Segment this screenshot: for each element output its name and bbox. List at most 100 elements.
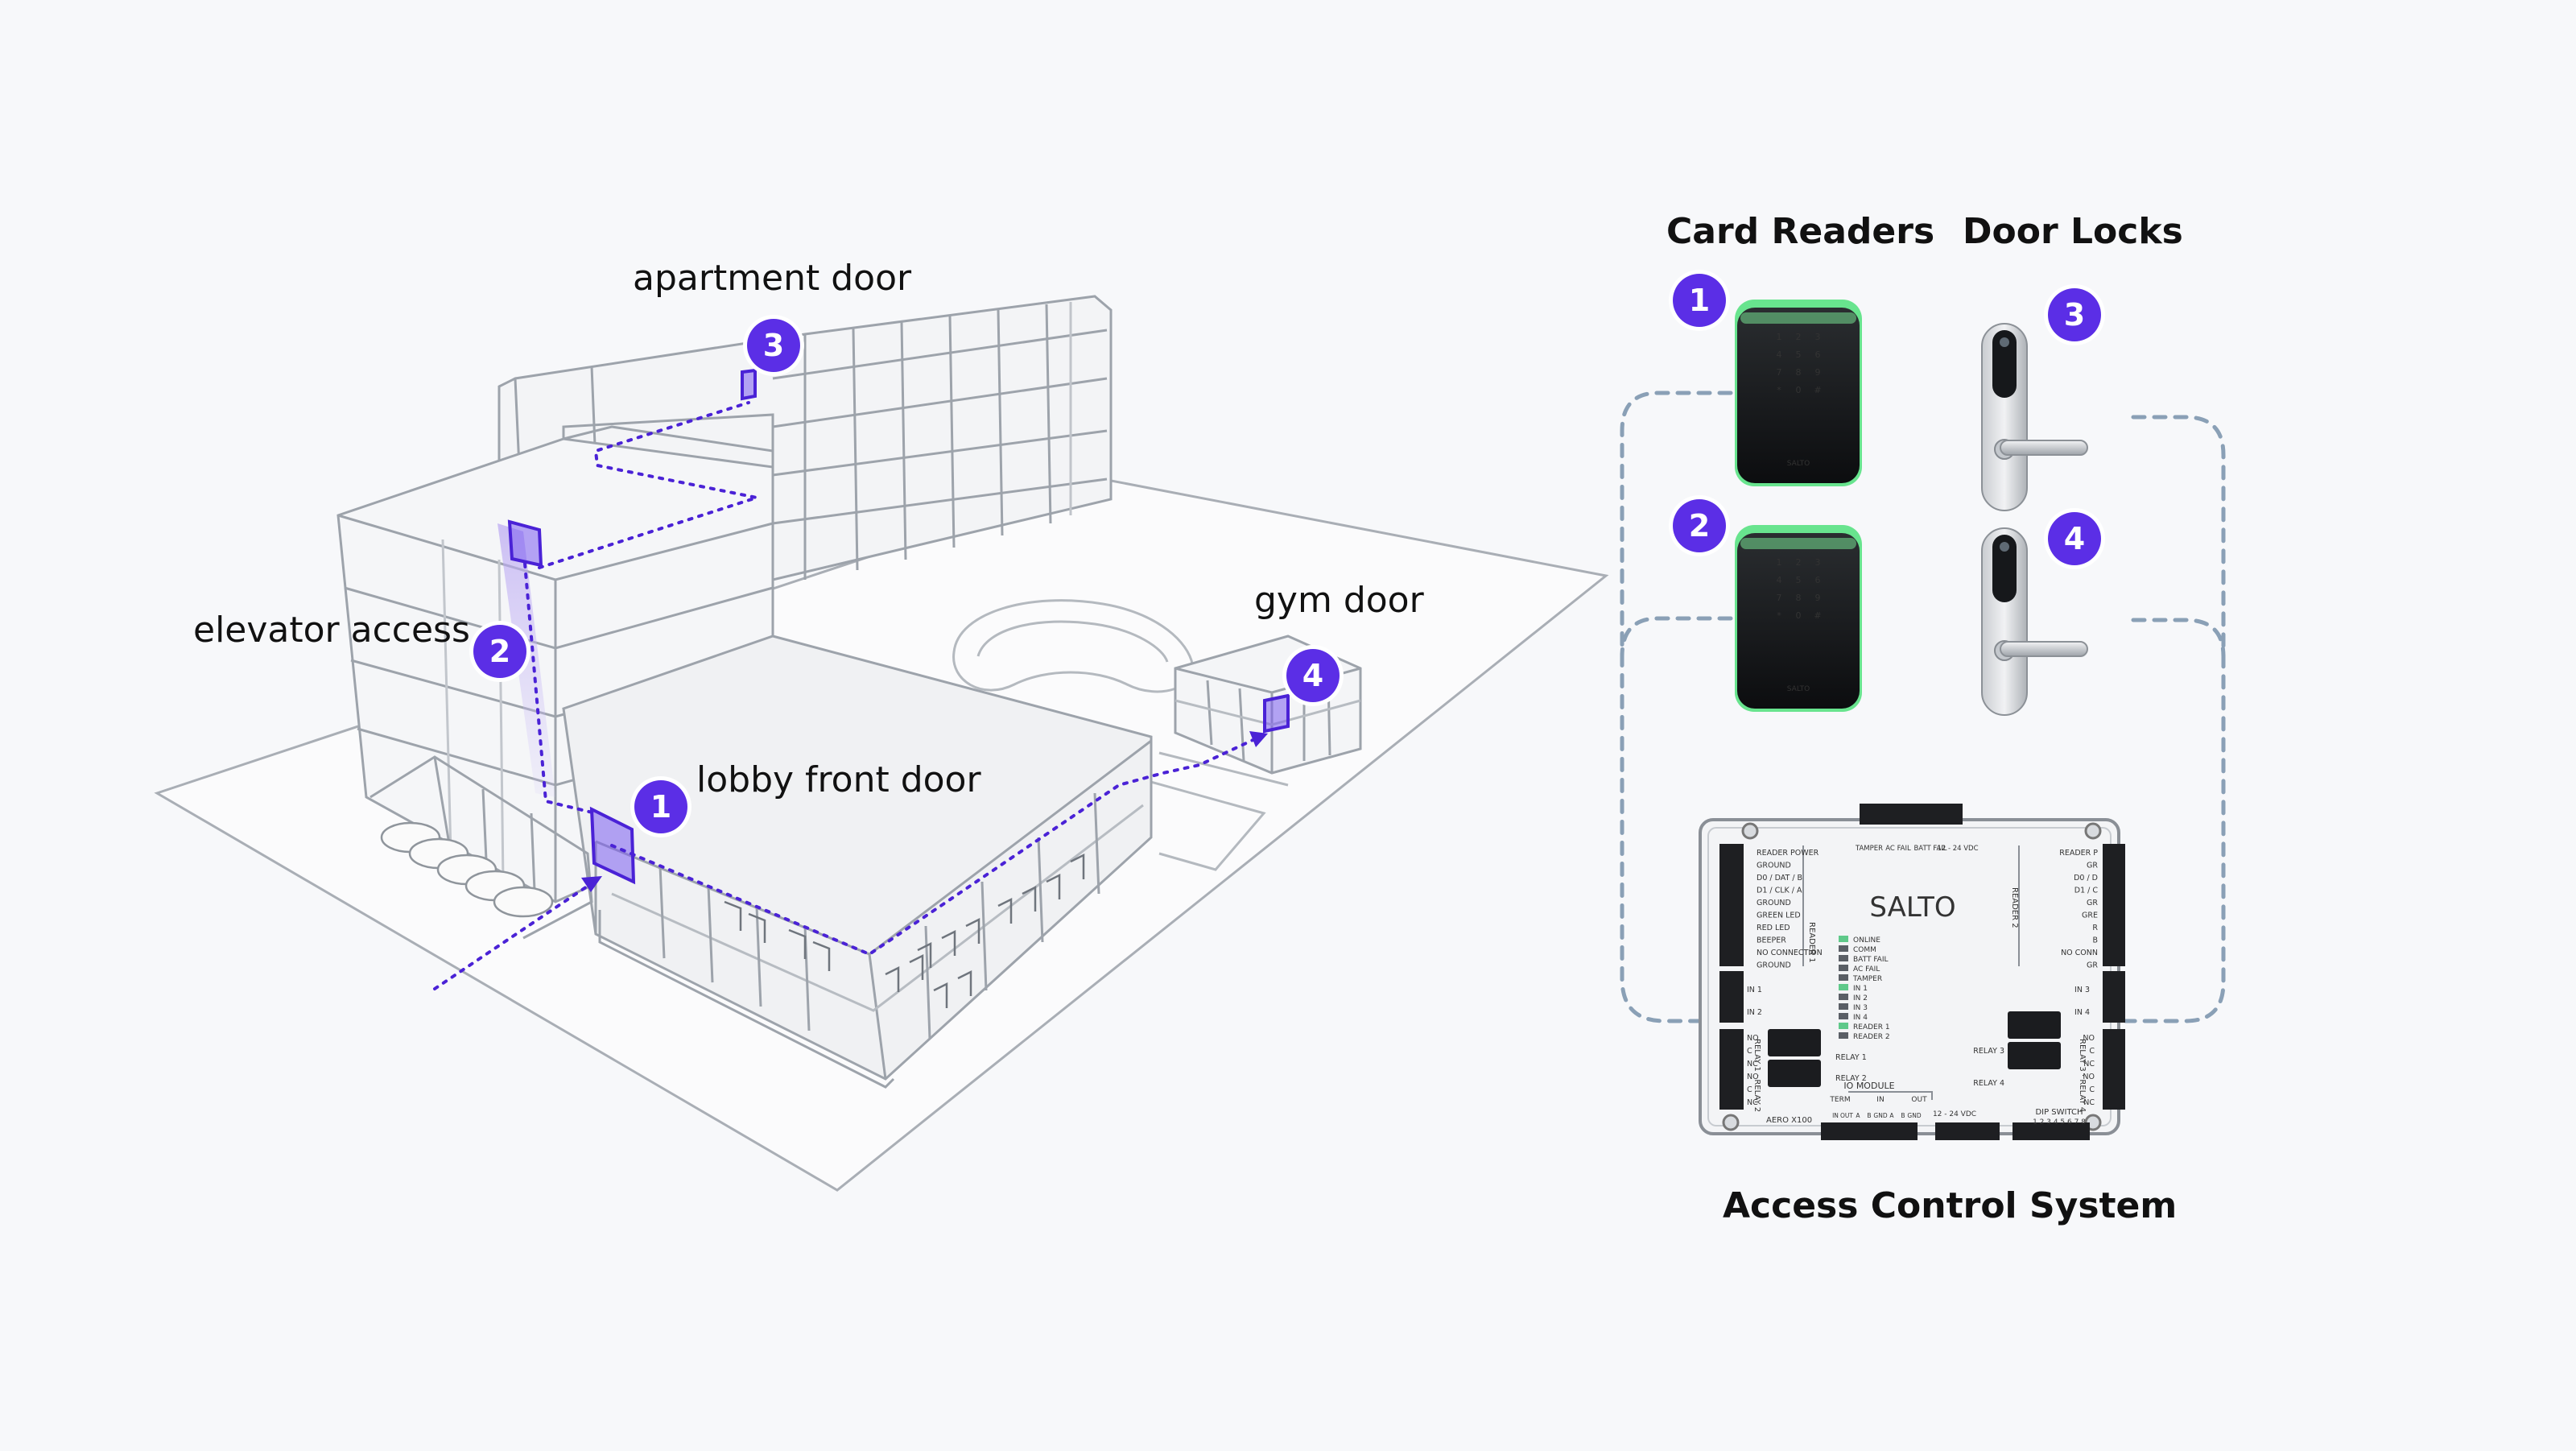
right-pin-label: NO CONN — [2061, 949, 2098, 957]
relay-right-pin: NC — [2083, 1060, 2095, 1069]
relay-label: RELAY 3 — [1973, 1047, 2004, 1056]
keypad-key: * — [1777, 385, 1781, 395]
led-label: IN 1 — [1853, 985, 1868, 993]
keypad-key: 1 — [1777, 557, 1782, 568]
io-module-label: IO MODULE — [1843, 1081, 1894, 1091]
in-right-label: IN 4 — [2074, 1008, 2090, 1017]
relay-right-pin: NO — [2083, 1034, 2095, 1043]
top-label: BATT FAIL — [1913, 845, 1946, 853]
keypad-key: # — [1814, 385, 1821, 395]
io-small-label: GND — [1907, 1112, 1921, 1119]
reader-2-brand: SALTO — [1787, 685, 1810, 693]
status-leds — [1839, 936, 1848, 1039]
right-pin-label: D0 / D — [2074, 874, 2098, 883]
elevator-to-apartment-route — [538, 401, 763, 569]
keypad-key: 9 — [1815, 367, 1821, 378]
dip-switch-numbers: 1 2 3 4 5 6 7 8 — [2033, 1118, 2086, 1126]
top-label: 12 - 24 VDC — [1937, 845, 1978, 853]
right-pin-label: B — [2092, 936, 2098, 945]
controller-model: AERO X100 — [1766, 1116, 1812, 1125]
led-label: READER 1 — [1853, 1023, 1890, 1031]
io-small-label: OUT — [1840, 1112, 1853, 1119]
keypad-key: 8 — [1796, 367, 1802, 378]
keypad-key: 6 — [1815, 349, 1821, 360]
keypad-key: 5 — [1796, 349, 1802, 360]
route-arrowheads — [581, 731, 1268, 892]
lobby-badge: 1 — [634, 780, 687, 833]
door-lock-4 — [1981, 527, 2088, 716]
left-pin-label: D1 / CLK / A — [1757, 887, 1802, 895]
keypad-key: 7 — [1777, 367, 1782, 378]
led-label: IN 2 — [1853, 994, 1868, 1002]
led-label: IN 3 — [1853, 1004, 1868, 1012]
access-routes — [433, 401, 1261, 990]
io-vdc: 12 - 24 VDC — [1933, 1110, 1976, 1118]
keypad-key: # — [1814, 610, 1821, 621]
elevator-badge: 2 — [473, 625, 526, 678]
elevator-route — [523, 562, 597, 815]
apartment-door-label: apartment door — [633, 258, 912, 299]
relay-left-vertical: RELAY 1 · RELAY 2 — [1752, 1039, 1761, 1112]
relay-left-pin: C — [1747, 1047, 1752, 1056]
relay-right-pin: NC — [2083, 1098, 2095, 1107]
io-label: OUT — [1911, 1096, 1927, 1104]
relay-left-pin: NC — [1747, 1098, 1758, 1107]
in-left-labels: IN 1IN 2 — [1747, 986, 1762, 1017]
right-pin-label: R — [2092, 924, 2098, 932]
dip-switch-label: DIP SWITCH — [2035, 1108, 2083, 1117]
left-pin-label: BEEPER — [1757, 936, 1786, 945]
keypad-key: 6 — [1815, 575, 1821, 585]
led-label: AC FAIL — [1853, 965, 1880, 974]
elevator-access-label: elevator access — [193, 610, 470, 651]
left-pin-label: READER POWER — [1757, 849, 1819, 858]
door-locks-heading: Door Locks — [1963, 211, 2183, 252]
relay-right-pin: C — [2089, 1085, 2095, 1094]
left-pin-label: GROUND — [1757, 899, 1791, 907]
keypad-key: 1 — [1777, 332, 1782, 342]
io-small-label: B — [1867, 1112, 1871, 1119]
io-small-label: GND — [1873, 1112, 1887, 1119]
right-pin-label: D1 / C — [2074, 887, 2099, 895]
left-pin-label: D0 / DAT / B — [1757, 874, 1802, 883]
relay-left-pin: NO — [1747, 1034, 1759, 1043]
keypad-key: 2 — [1796, 557, 1802, 568]
connection-outlines — [1620, 391, 2226, 1023]
card-reader-1-badge: 1 — [1673, 274, 1726, 327]
lobby-front-door-label: lobby front door — [696, 759, 981, 800]
io-label: TERM — [1829, 1096, 1850, 1104]
io-label: IN — [1876, 1096, 1884, 1104]
relay-label: RELAY 2 — [1835, 1074, 1867, 1083]
elevator-shaft — [497, 523, 555, 797]
left-pin-label: GROUND — [1757, 862, 1791, 870]
io-labels: TERM IN OUT — [1829, 1096, 1927, 1104]
gym-door-marker — [1263, 693, 1290, 734]
right-pin-label: GR — [2087, 899, 2098, 907]
keypad-key: 7 — [1777, 593, 1782, 603]
keypad-key: 4 — [1777, 575, 1782, 585]
in-left-label: IN 2 — [1747, 1008, 1762, 1017]
lobby-to-gym-route — [610, 735, 1261, 957]
left-pin-label: NO CONNECTION — [1757, 949, 1823, 957]
left-pin-label: GREEN LED — [1757, 912, 1801, 920]
top-label: AC FAIL — [1885, 845, 1911, 853]
keypad-key: 2 — [1796, 332, 1802, 342]
elevator-door-marker — [507, 519, 543, 568]
apartment-badge: 3 — [747, 319, 800, 372]
in-right-labels: IN 3IN 4 — [2074, 986, 2090, 1017]
io-small-label: A — [1889, 1112, 1894, 1119]
card-reader-1 — [1735, 300, 1862, 486]
access-control-system-heading: Access Control System — [1723, 1185, 2178, 1226]
keypad-key: 9 — [1815, 593, 1821, 603]
reader-1-brand: SALTO — [1787, 460, 1810, 468]
right-pin-label: GR — [2087, 862, 2098, 870]
led-label: TAMPER — [1852, 975, 1882, 983]
relay-right-pin: C — [2089, 1047, 2095, 1056]
right-pin-label: READER P — [2059, 849, 2098, 858]
